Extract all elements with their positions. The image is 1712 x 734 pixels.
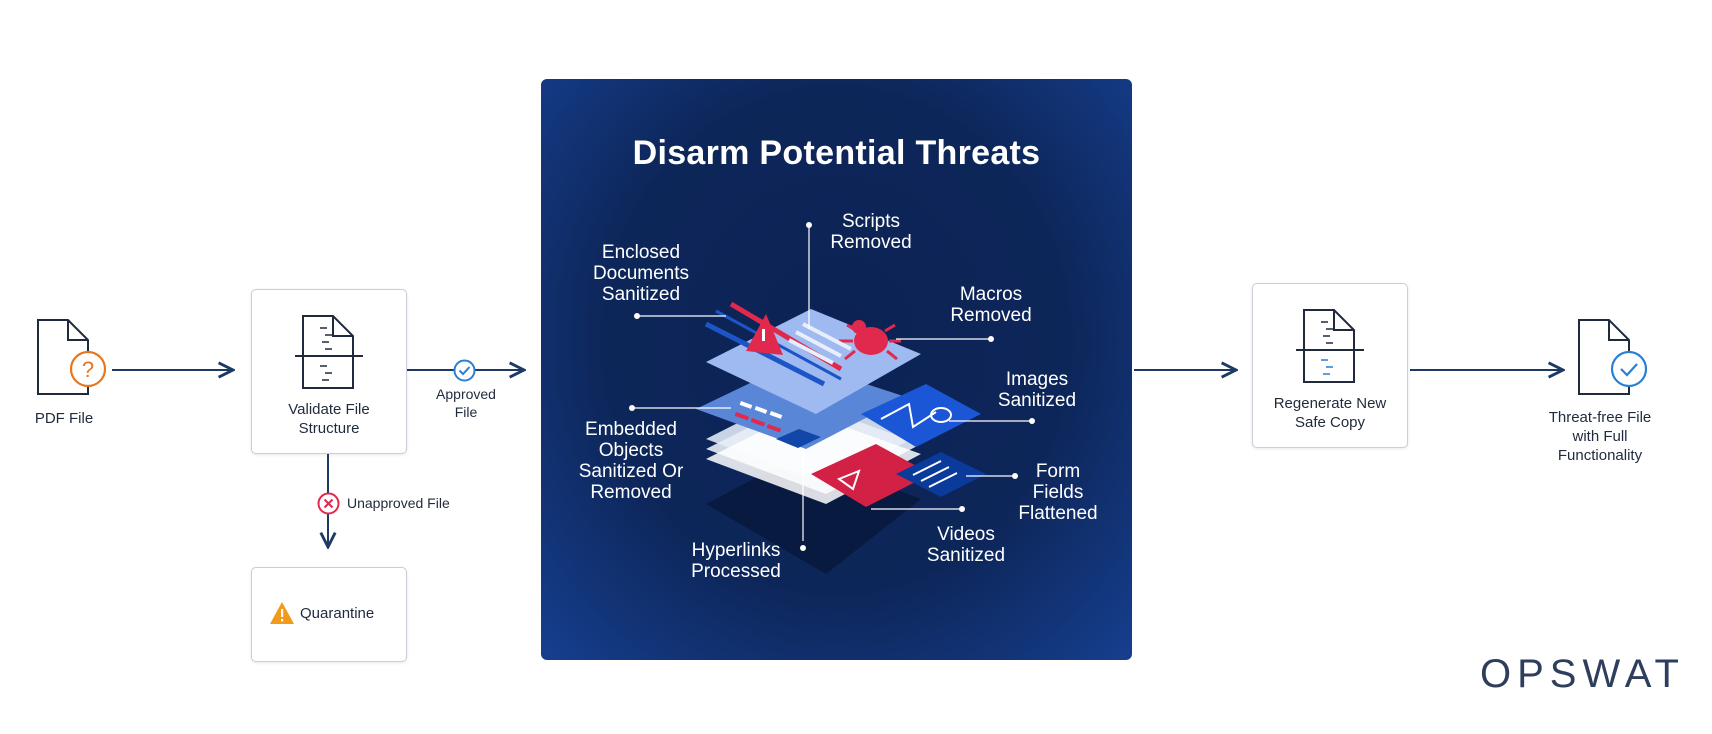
enclosed-documents-label: Enclosed Documents Sanitized [592, 242, 690, 305]
regenerate-copy-label: Regenerate New Safe Copy [1273, 395, 1387, 431]
document-structure-icon [1296, 309, 1364, 383]
document-structure-icon [295, 315, 363, 389]
scripts-removed-label: Scripts Removed [830, 211, 912, 253]
validate-structure-label: Validate File Structure [288, 401, 370, 437]
validate-structure-box: Validate File Structure [251, 289, 407, 454]
warning-icon [270, 602, 294, 624]
approved-file-label: Approved File [436, 386, 496, 420]
macros-removed-label: Macros Removed [950, 284, 1032, 326]
svg-text:?: ? [82, 357, 94, 382]
document-check-icon [1578, 319, 1648, 395]
videos-sanitized-label: Videos Sanitized [926, 524, 1006, 566]
embedded-objects-label: Embedded Objects Sanitized Or Removed [578, 419, 684, 503]
x-circle-icon [317, 492, 340, 515]
input-file-node: ? PDF File [24, 318, 114, 430]
unapproved-file-label: Unapproved File [347, 495, 450, 511]
check-circle-icon [453, 359, 476, 382]
hyperlinks-processed-label: Hyperlinks Processed [691, 540, 781, 582]
panel-title: Disarm Potential Threats [632, 134, 1041, 172]
input-file-label: PDF File [34, 410, 94, 427]
quarantine-label: Quarantine [300, 605, 375, 622]
quarantine-box: Quarantine [251, 567, 407, 662]
form-fields-label: Form Fields Flattened [1018, 461, 1098, 524]
opswat-logo: OPSWAT [1480, 652, 1685, 696]
output-file-label: Threat-free File with Full Functionality [1548, 409, 1652, 464]
document-question-icon: ? [37, 319, 107, 395]
images-sanitized-label: Images Sanitized [997, 369, 1077, 411]
output-file-node: Threat-free File with Full Functionality [1545, 318, 1665, 468]
layered-document-illustration [629, 222, 1035, 574]
disarm-threats-panel: Disarm Potential Threats [541, 79, 1132, 660]
regenerate-copy-box: Regenerate New Safe Copy [1252, 283, 1408, 448]
